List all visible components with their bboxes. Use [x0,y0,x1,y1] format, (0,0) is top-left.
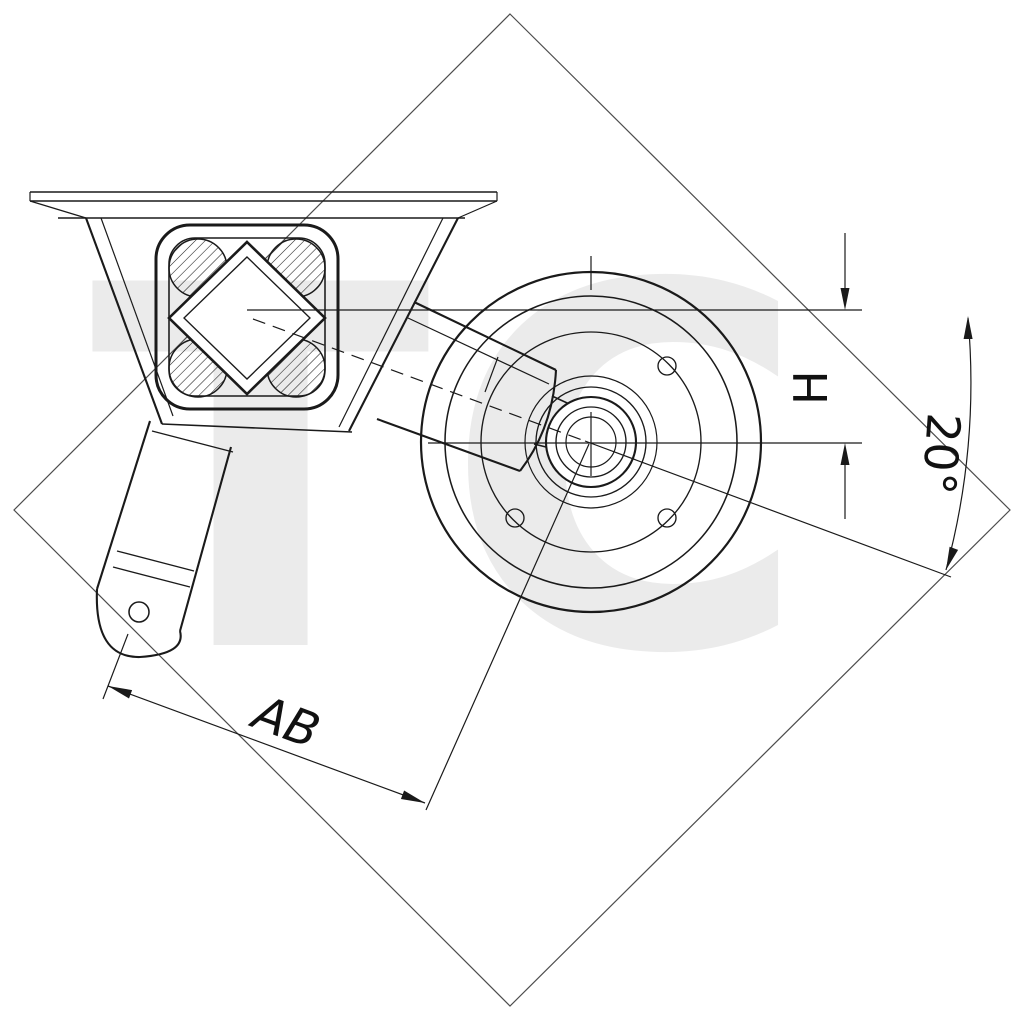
inner-square-profile-outer [167,240,327,396]
bolt-hole [657,356,677,376]
bolt-hole [505,508,525,528]
height-dim-label: H [784,370,838,405]
extension-line [102,633,129,700]
arrowhead-down [946,546,959,570]
tube-outer-wall [154,223,340,411]
angle-arc [945,317,972,571]
bolt-hole [657,508,677,528]
spindle-end-cap [519,369,558,472]
diamond-frame-border [13,13,1011,1007]
dimension-line [107,685,426,804]
arrowhead-down [840,288,850,310]
arrowhead-left [108,686,133,699]
arm-bushing-hole [128,601,150,623]
centerlines [247,256,952,578]
arrowhead-up [840,443,850,465]
inclined-axis-dashed [252,318,586,442]
arm-rounded-tip [95,588,182,659]
extension-line [425,443,590,811]
arrowhead-up [963,316,973,339]
axle-bracket [85,217,459,433]
inner-square-profile-inner [183,256,311,380]
angle-dim-label: 20° [911,411,971,496]
square-tube-cross-section [154,223,340,411]
dimension-angle: 20° [911,316,973,571]
flange-circle [480,331,702,553]
arrowhead-right [400,790,425,803]
dimension-H: H [784,233,850,519]
mounting-plate [29,191,498,219]
drum-inner-circle [444,295,738,589]
trailing-arm [95,420,234,659]
inclined-axis-extension [584,440,952,578]
